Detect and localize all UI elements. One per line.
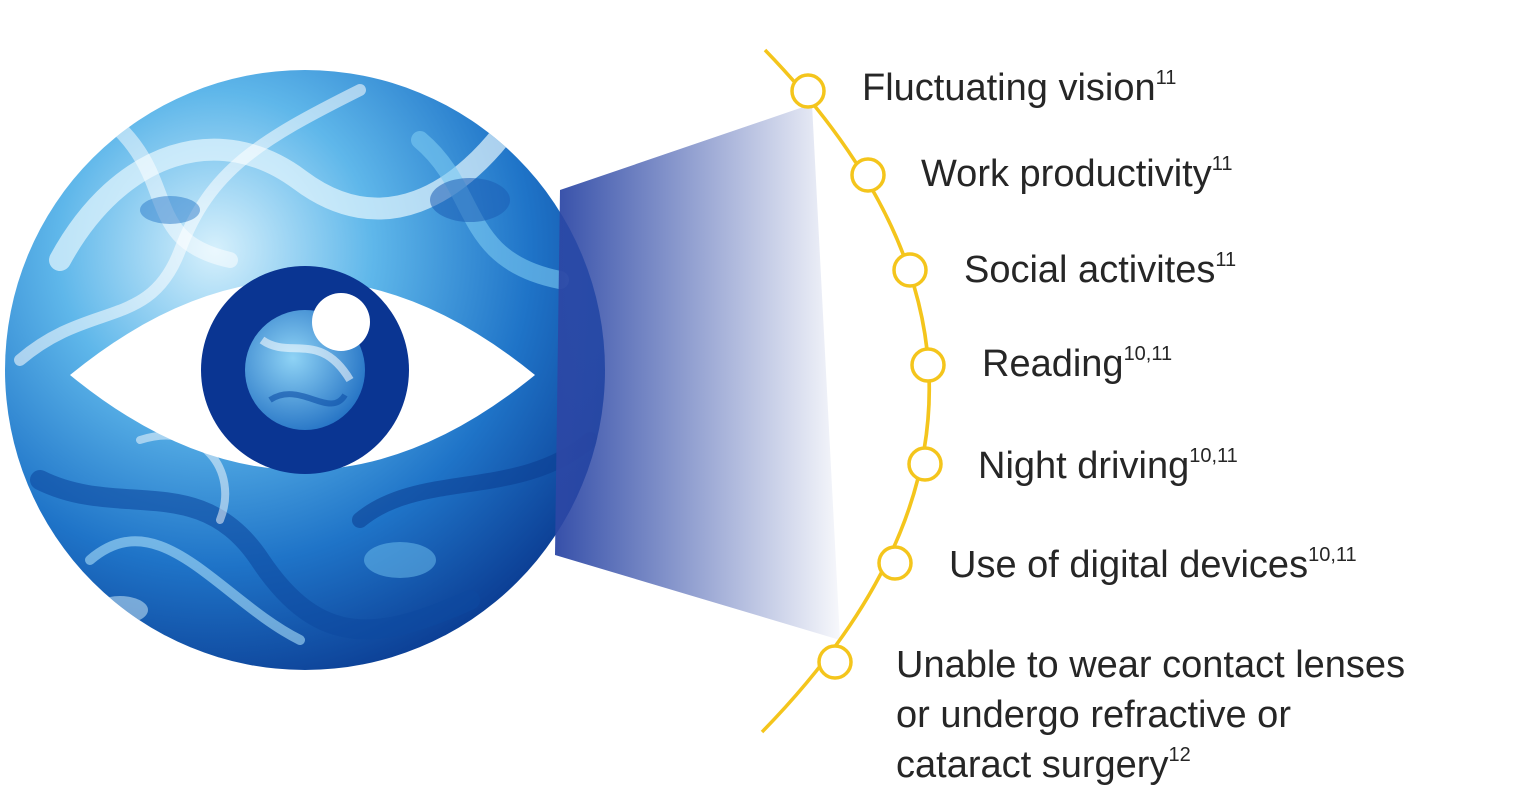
arc-marker-3	[892, 252, 928, 288]
focus-beam	[555, 104, 840, 640]
impact-label-work-productivity: Work productivity11	[921, 153, 1233, 195]
impact-label-line-2: or undergo refractive or	[896, 694, 1291, 736]
impact-label-line-1: Unable to wear contact lenses	[896, 644, 1406, 686]
impact-label-digital-devices: Use of digital devices10,11	[949, 544, 1357, 586]
impact-label-contact-lenses-surgery: Unable to wear contact lenses or undergo…	[896, 640, 1405, 790]
impact-label-line-3: cataract surgery12	[896, 744, 1191, 786]
eye-icon	[70, 266, 535, 474]
arc-marker-1	[790, 73, 826, 109]
arc-marker-5	[907, 446, 943, 482]
impact-label-fluctuating-vision: Fluctuating vision11	[862, 67, 1177, 109]
impact-label-night-driving: Night driving10,11	[978, 445, 1238, 487]
impact-label-social-activities: Social activites11	[964, 249, 1237, 291]
arc-marker-7	[817, 644, 853, 680]
arc-markers	[790, 73, 946, 680]
impact-label-reading: Reading10,11	[982, 343, 1173, 385]
impact-arc	[760, 48, 931, 734]
arc-marker-4	[910, 347, 946, 383]
arc-marker-2	[850, 157, 886, 193]
arc-marker-6	[877, 545, 913, 581]
